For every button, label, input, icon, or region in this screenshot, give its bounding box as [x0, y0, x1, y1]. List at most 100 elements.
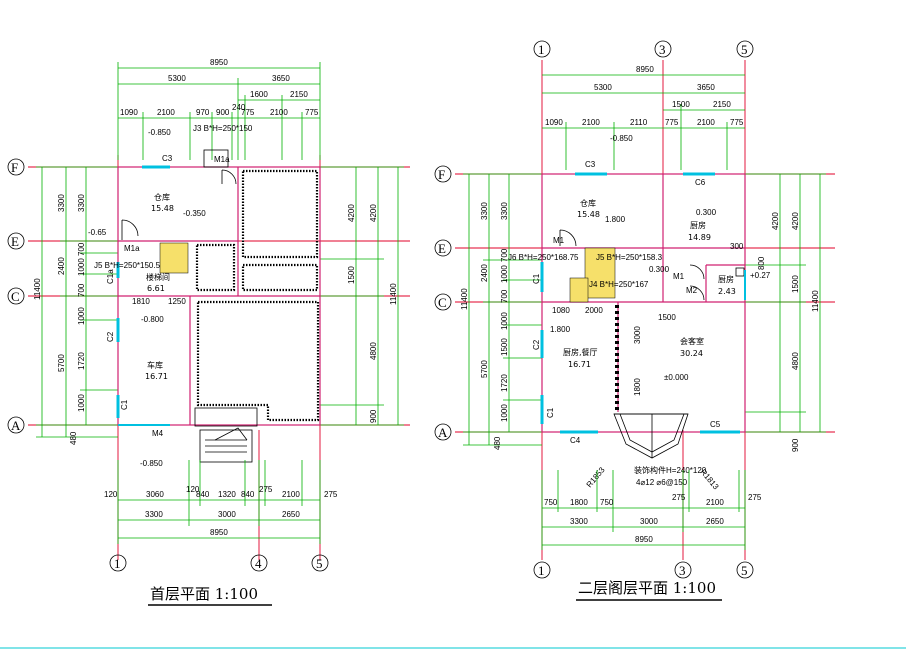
- plan2-bottom-row: 275: [672, 493, 686, 502]
- plan2-room-level: ±0.000: [664, 373, 689, 382]
- plan1-dim-2150: 2150: [290, 90, 308, 99]
- plan1-door-m4: M4: [152, 429, 164, 438]
- plan2-left-inner: 1000: [500, 312, 509, 330]
- axis-label: E: [438, 241, 446, 256]
- plan1-left-total: 11400: [33, 278, 42, 300]
- plan2-window-c3: C3: [585, 160, 596, 169]
- plan2-left-inner: 700: [500, 289, 509, 303]
- plan2-room-area: 30.24: [680, 349, 703, 358]
- plan2-room-area: 16.71: [568, 360, 591, 369]
- plan2-left-inner: 3300: [500, 202, 509, 220]
- plan2-left-dimensions: 11400 3300 2400 5700 480 3300 700 1000 7…: [460, 173, 542, 450]
- plan1-dim-top-row: 2100: [270, 108, 288, 117]
- plan2-level-top: -0.850: [610, 134, 633, 143]
- plan1-window-c3: C3: [162, 154, 173, 163]
- plan2-level-03: 0.300: [649, 265, 670, 274]
- plan2-room-level: 1.800: [550, 325, 571, 334]
- plan1-labels: C3 M1a -0.65 M1a J5 B*H=250*150.5 C1a C2…: [88, 154, 230, 468]
- plan2-bottom-row: 1800: [570, 498, 588, 507]
- plan1-left-outer: 2400: [57, 257, 66, 275]
- plan1-level-e: -0.65: [88, 228, 107, 237]
- plan2-left-outer: 2400: [480, 264, 489, 282]
- plan1-bottom-row: 1320: [218, 490, 236, 499]
- plan2-bottom-row: 750: [600, 498, 614, 507]
- plan2-dim-1500: 1500: [658, 313, 676, 322]
- plan2-dim-top-row: 2100: [582, 118, 600, 127]
- axis-label: 1: [538, 42, 545, 57]
- plan2-room-name: 厨房: [718, 274, 734, 284]
- plan1-openings: [116, 165, 237, 426]
- plan2-axis-bubbles: 1 3 5 F E C A 1 3 5: [434, 40, 754, 579]
- plan2-window-c5: C5: [710, 420, 721, 429]
- plan1-right-dimensions: 11400 4200 4200 1500 4800 900: [320, 166, 404, 426]
- plan2-room-area: 2.43: [718, 287, 736, 296]
- plan2-dim-top-row: 775: [665, 118, 679, 127]
- plan1-room-name: 楼梯间: [146, 272, 170, 282]
- plan1-room-area: 6.61: [147, 284, 165, 293]
- plan2-room-name: 会客室: [680, 336, 704, 346]
- plan2-left-inner: 1720: [500, 374, 509, 392]
- plan1-bottom-dimensions: 120 3060 120 840 1320 840 275 2100 275 3…: [104, 460, 338, 544]
- plan2-door-m1b: M1: [673, 272, 685, 281]
- plan1-left-outer: 5700: [57, 354, 66, 372]
- axis-label: E: [11, 234, 19, 249]
- plan1-title: 首层平面 1:100: [150, 585, 258, 603]
- plan2-room-name: 厨房: [690, 220, 706, 230]
- plan2-dim-1080: 1080: [552, 306, 570, 315]
- plan2-dim-top-row: 2100: [697, 118, 715, 127]
- plan2-room-name: 仓库: [580, 198, 596, 208]
- axis-label: 5: [316, 556, 323, 571]
- plan2-window-c6: C6: [695, 178, 706, 187]
- plan1-window-c1: C1: [120, 399, 129, 410]
- plan2-room-level: 1.800: [605, 215, 626, 224]
- axis-label: 5: [741, 42, 748, 57]
- plan1-door-m1a-left: M1a: [124, 244, 140, 253]
- plan2-bottom-dimensions: 750 1800 750 275 2100 275 3300 3000 2650…: [541, 470, 762, 550]
- plan2-top-dimensions: 8950 5300 3650 1500 2150 1090 2100 2110 …: [542, 65, 745, 170]
- plan2-radius-2: R1813: [698, 468, 720, 492]
- plan1-top-dimensions: 8950 5300 3650 240 1600 2150 1090 2100 9…: [117, 58, 321, 160]
- axis-label: 3: [659, 42, 666, 57]
- plan2-stair-j4: J4 B*H=250*167: [589, 280, 649, 289]
- plan1-dim-1250: 1250: [168, 297, 186, 306]
- axis-label: F: [438, 167, 445, 182]
- plan1-left-inner: 1000: [77, 307, 86, 325]
- plan2-dim-top-row: 2110: [630, 118, 648, 127]
- axis-label: 1: [538, 563, 545, 578]
- plan1-dim-total: 8950: [210, 58, 228, 67]
- plan1-left-outer: 3300: [57, 194, 66, 212]
- plan1-window-c2: C2: [106, 331, 115, 342]
- plan1-bottom-3300: 3300: [145, 510, 163, 519]
- plan1-left-inner: 1720: [77, 352, 86, 370]
- plan2-dim-5300: 5300: [594, 83, 612, 92]
- plan2-beam-note: 装饰构件H=240*120: [634, 465, 707, 475]
- plan2-window-c1b: C1: [546, 407, 555, 418]
- plan2-window-c1: C1: [532, 273, 541, 284]
- plan1-left-inner: 3300: [77, 194, 86, 212]
- plan2-dim-3000: 3000: [633, 326, 642, 344]
- plan1-stair-left: J5 B*H=250*150.5: [94, 261, 161, 270]
- plan2-room-area: 15.48: [577, 210, 600, 219]
- plan1-bottom-3000: 3000: [218, 510, 236, 519]
- plan2-left-total: 11400: [460, 288, 469, 310]
- plan1-left-inner: 1000: [77, 394, 86, 412]
- plan1-left-inner: 700: [77, 283, 86, 297]
- plan2-walls: [541, 173, 746, 459]
- plan2-left-inner: 1000: [500, 265, 509, 283]
- plan2-bottom-3000: 3000: [640, 517, 658, 526]
- plan1-bottom-row: 840: [196, 490, 210, 499]
- plan2-dim-300: 300: [730, 242, 744, 251]
- plan2-room-area: 14.89: [688, 233, 711, 242]
- plan1-bottom-row: 120: [104, 490, 118, 499]
- plan1-room-name: 车库: [147, 360, 163, 370]
- plan1-bottom-row: 3060: [146, 490, 164, 499]
- plan2-level-027: +0.27: [750, 271, 771, 280]
- plan1-room-name: 仓库: [154, 192, 170, 202]
- plan1-axis-bubbles: F E C A 1 4 5: [7, 158, 329, 572]
- axis-label: 4: [255, 556, 262, 571]
- plan1-room-area: 15.48: [151, 204, 174, 213]
- plan2-right-outer: 4200: [771, 212, 780, 230]
- axis-label: 1: [114, 556, 121, 571]
- plan1-dim-top-row: 970: [196, 108, 210, 117]
